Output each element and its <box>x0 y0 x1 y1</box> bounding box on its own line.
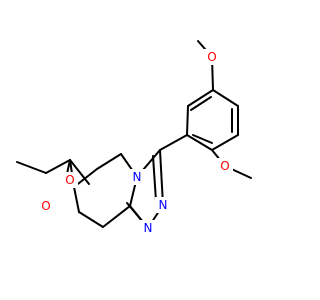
atom-label-o-ortho: O <box>220 159 229 173</box>
atom-label-n1: N <box>144 221 153 235</box>
bond-carbonyl-c-o-ester <box>45 159 71 174</box>
bond-triazole-c3-n2-inner <box>152 155 157 202</box>
bond-benzene-1-inner <box>190 96 212 111</box>
bond-benzene-2 <box>186 105 189 136</box>
atom-oxygen-methoxy-top: O <box>204 49 220 65</box>
atom-oxygen-methoxy-ortho: O <box>217 158 233 174</box>
atom-nitrogen-n1: N <box>140 220 156 236</box>
bond-benzene-3 <box>186 134 213 151</box>
atom-nitrogen-bridgehead: N <box>129 169 145 185</box>
bond-o-ester-methyl <box>16 161 47 174</box>
atom-label-n4: N <box>133 170 142 184</box>
bond-azepane-c8-c9 <box>78 211 104 228</box>
bond-triazole-c3-n2 <box>159 149 164 206</box>
bond-benzene-1 <box>187 89 214 107</box>
bond-carbonyl-double-a <box>69 159 90 185</box>
bond-layer <box>16 40 252 229</box>
bond-aryl-triazole <box>159 134 188 151</box>
atom-label-o-carbonyl: O <box>65 173 74 187</box>
bond-benzene-3-inner <box>192 134 213 144</box>
atom-label-n2: N <box>159 198 168 212</box>
atom-oxygen-carbonyl: O <box>62 172 78 188</box>
atom-nitrogen-n2: N <box>155 197 171 213</box>
bond-benzene-4 <box>211 134 239 151</box>
atom-oxygen-ester: O <box>38 198 54 214</box>
bond-benzene-6 <box>212 89 239 107</box>
bond-azepane-c9-c8a <box>102 205 131 228</box>
atom-label-o-ester: O <box>41 199 50 213</box>
bond-azepane-c7-c8 <box>73 186 80 213</box>
bond-azepane-c5-c6 <box>96 153 122 170</box>
atom-layer: O O O O N N N <box>38 49 233 236</box>
atom-label-o-top: O <box>207 50 216 64</box>
molecule-structure-diagram: O O O O N N N <box>16 40 252 236</box>
